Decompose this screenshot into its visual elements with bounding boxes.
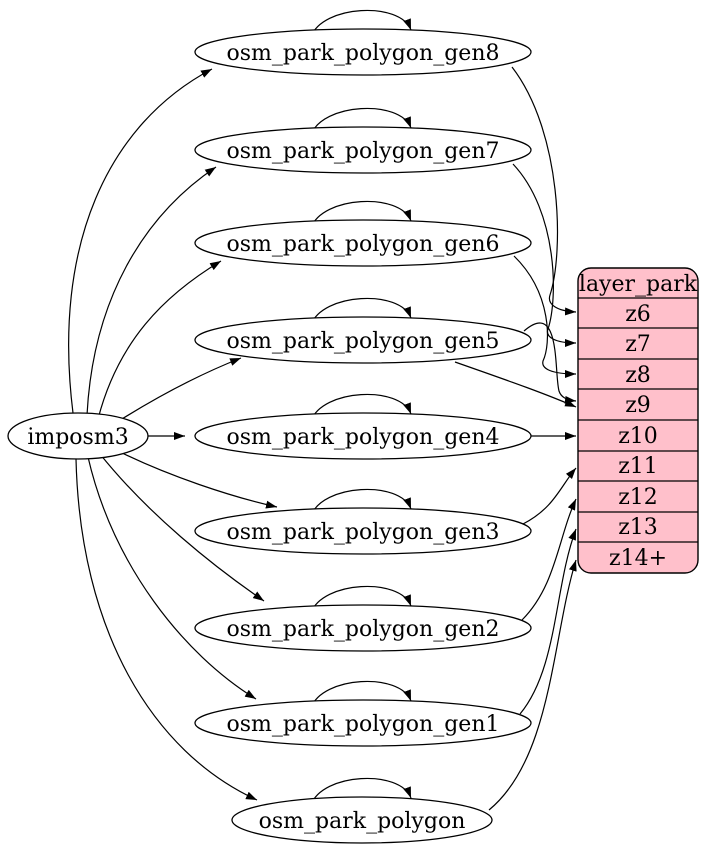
- layer-park-row-dividers: [578, 297, 698, 543]
- self-loop-gen3: [310, 488, 412, 517]
- edge-imposm3-gen3: [115, 449, 278, 509]
- edge-gen7-z7: [512, 163, 577, 347]
- self-loop-polygon: [310, 777, 412, 806]
- polygon-ellipse: [231, 796, 493, 844]
- gen1-ellipse: [194, 699, 532, 747]
- edge-imposm3-gen2: [99, 453, 265, 602]
- gen2-label: osm_park_polygon_gen2: [226, 617, 499, 642]
- edges-imposm-to-tables: [68, 68, 278, 801]
- edge-imposm3-gen8: [68, 68, 213, 414]
- gen7-label: osm_park_polygon_gen7: [226, 139, 499, 164]
- edge-imposm3-gen7: [86, 166, 217, 416]
- imposm3-ellipse: [7, 412, 149, 460]
- gen8-label: osm_park_polygon_gen8: [226, 41, 499, 66]
- edge-imposm3-gen6: [97, 260, 222, 420]
- gen2-ellipse: [194, 604, 532, 652]
- gen4-ellipse: [194, 412, 532, 460]
- node-osm-park-polygon-gen6: osm_park_polygon_gen6: [194, 219, 532, 267]
- self-loop-gen4: [310, 393, 412, 422]
- edge-gen6-z8: [513, 255, 577, 378]
- edge-gen2-z12: [521, 498, 577, 621]
- node-osm-park-polygon-gen2: osm_park_polygon_gen2: [194, 604, 532, 652]
- edge-imposm3-gen5: [113, 357, 242, 425]
- gen4-label: osm_park_polygon_gen4: [226, 425, 499, 450]
- gen3-ellipse: [194, 507, 532, 555]
- node-layer-park: layer_park z6 z7 z8 z9 z10 z11 z12 z13 z…: [577, 267, 699, 574]
- node-osm-park-polygon-gen8: osm_park_polygon_gen8: [194, 28, 532, 76]
- gen7-ellipse: [194, 126, 532, 174]
- imposm3-label: imposm3: [27, 425, 128, 450]
- gen8-ellipse: [194, 28, 532, 76]
- edge-polygon-z14: [488, 559, 577, 811]
- layer-park-row-z7: z7: [625, 332, 651, 357]
- self-loop-gen7: [310, 107, 412, 136]
- layer-park-row-z13: z13: [618, 515, 658, 540]
- layer-park-row-z6: z6: [625, 302, 651, 327]
- layer-park-row-z9: z9: [625, 393, 651, 418]
- edge-imposm3-gen1: [87, 456, 257, 700]
- node-osm-park-polygon: osm_park_polygon: [231, 796, 493, 844]
- node-osm-park-polygon-gen3: osm_park_polygon_gen3: [194, 507, 532, 555]
- gen1-label: osm_park_polygon_gen1: [226, 712, 499, 737]
- layer-park-title: layer_park: [579, 272, 698, 297]
- layer-park-row-z12: z12: [618, 485, 658, 510]
- gen6-ellipse: [194, 219, 532, 267]
- self-loop-gen8: [310, 9, 412, 38]
- self-loops: [310, 9, 412, 806]
- edge-gen5-z9-b: [454, 361, 577, 408]
- self-loop-gen2: [310, 585, 412, 614]
- edge-gen3-z11: [522, 467, 577, 525]
- node-osm-park-polygon-gen7: osm_park_polygon_gen7: [194, 126, 532, 174]
- layer-park-row-z11: z11: [618, 454, 658, 479]
- edges-tables-to-layer: [454, 66, 577, 811]
- layer-park-row-z8: z8: [625, 363, 651, 388]
- gen5-label: osm_park_polygon_gen5: [226, 329, 499, 354]
- self-loop-gen1: [310, 680, 412, 709]
- edge-gen8-z6: [511, 66, 577, 316]
- layer-park-row-z10: z10: [618, 424, 658, 449]
- node-osm-park-polygon-gen5: osm_park_polygon_gen5: [194, 316, 532, 364]
- node-osm-park-polygon-gen1: osm_park_polygon_gen1: [194, 699, 532, 747]
- layer-park-row-z14: z14+: [609, 546, 667, 571]
- edge-gen1-z13: [519, 528, 577, 715]
- node-osm-park-polygon-gen4: osm_park_polygon_gen4: [194, 412, 532, 460]
- self-loop-gen6: [310, 200, 412, 229]
- edge-imposm3-polygon: [75, 458, 258, 801]
- gen3-label: osm_park_polygon_gen3: [226, 520, 499, 545]
- gen6-label: osm_park_polygon_gen6: [226, 232, 499, 257]
- self-loop-gen5: [310, 297, 412, 326]
- node-imposm3: imposm3: [7, 412, 149, 460]
- gen5-ellipse: [194, 316, 532, 364]
- polygon-label: osm_park_polygon: [259, 809, 466, 834]
